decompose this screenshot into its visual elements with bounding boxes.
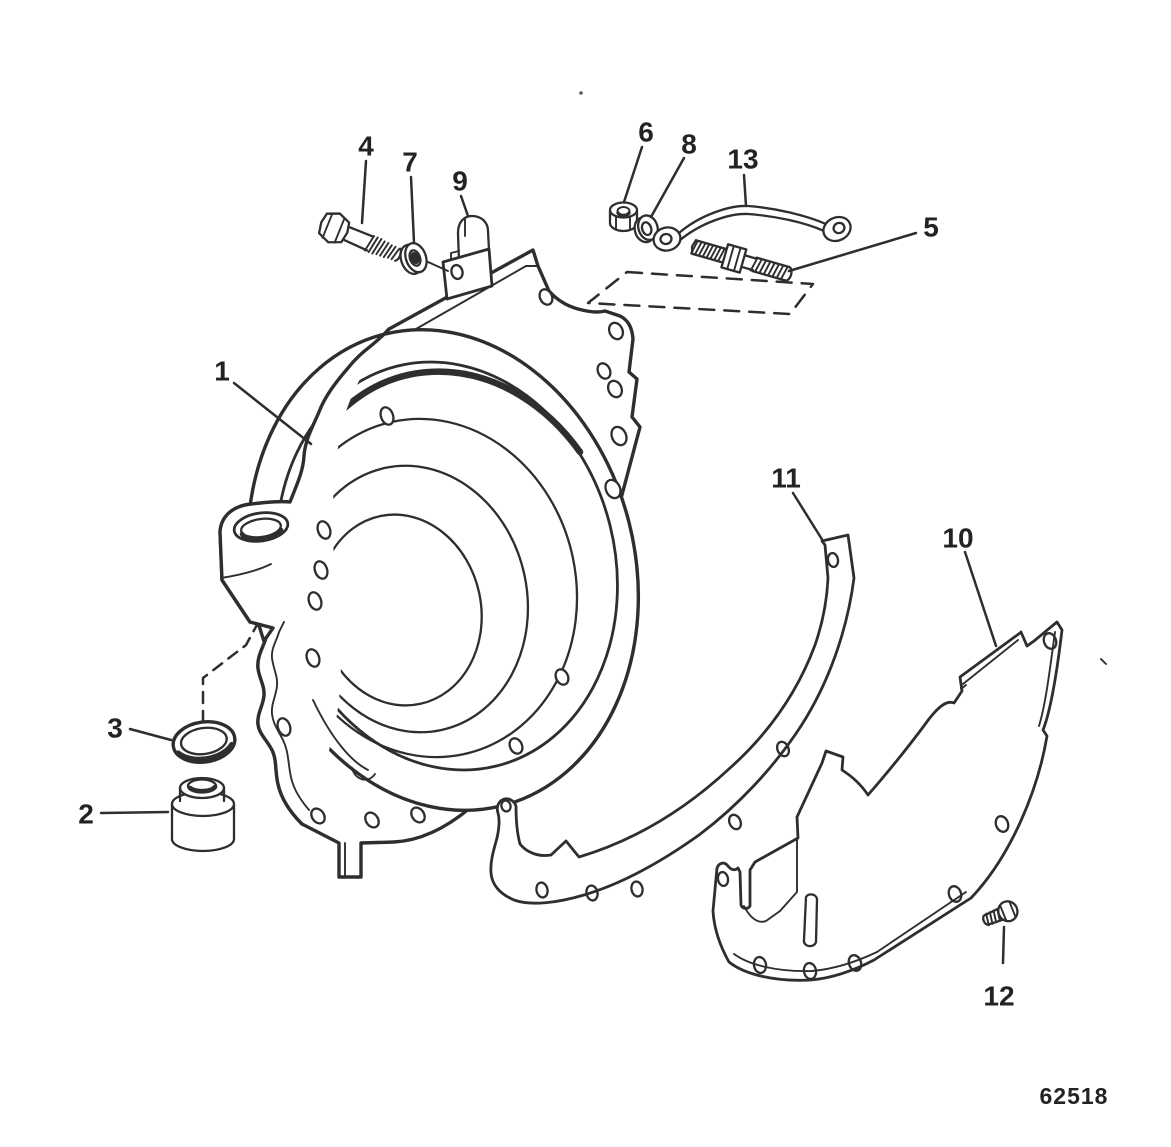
leader-line-10 [963, 550, 998, 648]
leader-line-3 [128, 727, 173, 742]
part-9-clip-bracket [427, 214, 494, 301]
callout-2: 2 [78, 799, 94, 830]
leader-line-11 [791, 491, 825, 543]
callout-12: 12 [983, 981, 1014, 1012]
part-2-bushing [170, 776, 236, 853]
drawing-number: 62518 [1040, 1083, 1109, 1109]
dashed-position-lines [201, 270, 815, 724]
callout-9: 9 [452, 166, 468, 197]
leader-line-13 [742, 173, 748, 208]
part-13-ground-strap [652, 204, 852, 252]
callout-11: 11 [771, 463, 801, 494]
part-12-screw [982, 900, 1019, 927]
leader-line-2 [99, 810, 170, 815]
leader-line-1 [232, 381, 313, 446]
flywheel-bore-opening [245, 327, 641, 813]
leader-line-12 [1001, 925, 1006, 965]
part-3-o-ring [171, 720, 237, 764]
scan-speck [579, 91, 583, 95]
part-4-hex-bolt [317, 212, 403, 262]
housing-left-side-wall [218, 327, 395, 877]
callout-7: 7 [402, 147, 418, 178]
callout-1: 1 [214, 356, 230, 387]
leader-line-6 [622, 145, 644, 204]
callout-3: 3 [107, 713, 123, 744]
leader-line-7 [409, 175, 416, 245]
scan-speck [1100, 658, 1107, 665]
part-8-washer [633, 214, 659, 244]
callout-8: 8 [681, 129, 697, 160]
part-10-cover-plate [711, 620, 1064, 982]
leader-line-8 [649, 156, 686, 219]
part-11-gasket [489, 533, 856, 905]
part-7-washer [399, 242, 428, 276]
housing-bolt-holes [310, 288, 628, 829]
leader-line-5 [787, 231, 918, 273]
leader-line-9 [459, 194, 470, 218]
part-6-nut [608, 201, 639, 233]
callout-5: 5 [923, 212, 939, 243]
callout-13: 13 [727, 144, 758, 175]
callout-4: 4 [358, 131, 374, 162]
part-5-stud [690, 239, 793, 282]
housing-mount-lug [232, 511, 290, 543]
callout-10: 10 [942, 523, 973, 554]
callout-6: 6 [638, 117, 654, 148]
leader-line-4 [360, 159, 368, 225]
